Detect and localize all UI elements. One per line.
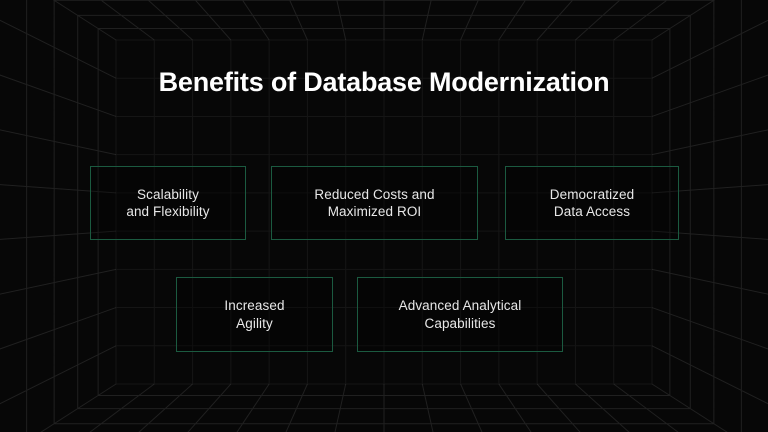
card-label: Reduced Costs and Maximized ROI bbox=[314, 186, 434, 221]
slide-title: Benefits of Database Modernization bbox=[158, 67, 610, 97]
card-line: Maximized ROI bbox=[327, 204, 422, 219]
card-line: Capabilities bbox=[424, 315, 496, 331]
card-label: Advanced Analytical Capabilities bbox=[399, 297, 522, 332]
card-line: Reduced Costs and bbox=[314, 186, 435, 202]
card-line: Data Access bbox=[553, 204, 631, 219]
card-line: Agility bbox=[236, 315, 273, 331]
back-wall-grid bbox=[115, 39, 653, 385]
card-advanced-analytical-capabilities: Advanced Analytical Capabilities bbox=[357, 277, 563, 352]
card-line: Increased bbox=[224, 298, 285, 313]
card-line: Democratized bbox=[549, 186, 635, 202]
card-reduced-costs-maximized-roi: Reduced Costs and Maximized ROI bbox=[271, 166, 478, 240]
card-label: Democratized Data Access bbox=[550, 186, 634, 221]
card-label: Increased Agility bbox=[224, 297, 284, 332]
card-line: Scalability bbox=[137, 186, 199, 202]
card-increased-agility: Increased Agility bbox=[176, 277, 333, 352]
card-line: Advanced Analytical bbox=[398, 298, 522, 313]
card-scalability-and-flexibility: Scalability and Flexibility bbox=[90, 166, 246, 240]
card-democratized-data-access: Democratized Data Access bbox=[505, 166, 679, 240]
card-line: and Flexibility bbox=[126, 204, 210, 219]
card-label: Scalability and Flexibility bbox=[126, 186, 209, 221]
